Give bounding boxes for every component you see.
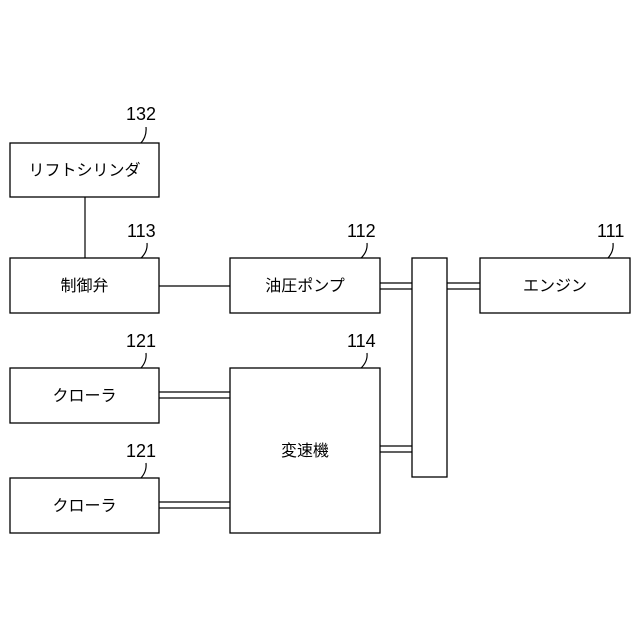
label-crawler-upper: クローラ xyxy=(52,386,116,405)
block-control-valve: 制御弁 xyxy=(10,258,159,313)
leader-transmission xyxy=(360,353,367,369)
block-transmission: 変速機 xyxy=(230,368,380,533)
ref-121-lower-group: 121 xyxy=(126,441,156,479)
ref-crawler-lower: 121 xyxy=(126,441,156,461)
leader-lift-cylinder xyxy=(140,127,146,144)
label-lift-cylinder: リフトシリンダ xyxy=(28,161,140,180)
block-lift-cylinder: リフトシリンダ xyxy=(10,143,159,197)
ref-113-group: 113 xyxy=(127,221,156,259)
block-crawler-lower: クローラ xyxy=(10,478,159,533)
label-transmission: 変速機 xyxy=(281,441,329,460)
ref-transmission: 114 xyxy=(347,331,376,351)
block-engine: エンジン xyxy=(480,258,630,313)
block-crawler-upper: クローラ xyxy=(10,368,159,423)
leader-hydraulic-pump xyxy=(360,243,367,259)
label-control-valve: 制御弁 xyxy=(60,276,108,295)
ref-114-group: 114 xyxy=(347,331,376,369)
ref-hydraulic-pump: 112 xyxy=(347,221,376,241)
ref-crawler-upper: 121 xyxy=(126,331,156,351)
leader-control-valve xyxy=(140,243,147,259)
ref-132-group: 132 xyxy=(126,104,156,144)
ref-control-valve: 113 xyxy=(127,221,156,241)
ref-111-group: 111 xyxy=(597,221,624,259)
leader-engine xyxy=(607,243,613,259)
label-crawler-lower: クローラ xyxy=(52,496,116,515)
ref-lift-cylinder: 132 xyxy=(126,104,156,124)
block-gearbox xyxy=(412,258,447,477)
label-engine: エンジン xyxy=(523,276,587,295)
ref-112-group: 112 xyxy=(347,221,376,259)
label-hydraulic-pump: 油圧ポンプ xyxy=(265,276,345,295)
leader-crawler-lower xyxy=(140,463,146,479)
block-hydraulic-pump: 油圧ポンプ xyxy=(230,258,380,313)
ref-engine: 111 xyxy=(597,221,624,241)
ref-121-upper-group: 121 xyxy=(126,331,156,369)
leader-crawler-upper xyxy=(140,353,146,369)
